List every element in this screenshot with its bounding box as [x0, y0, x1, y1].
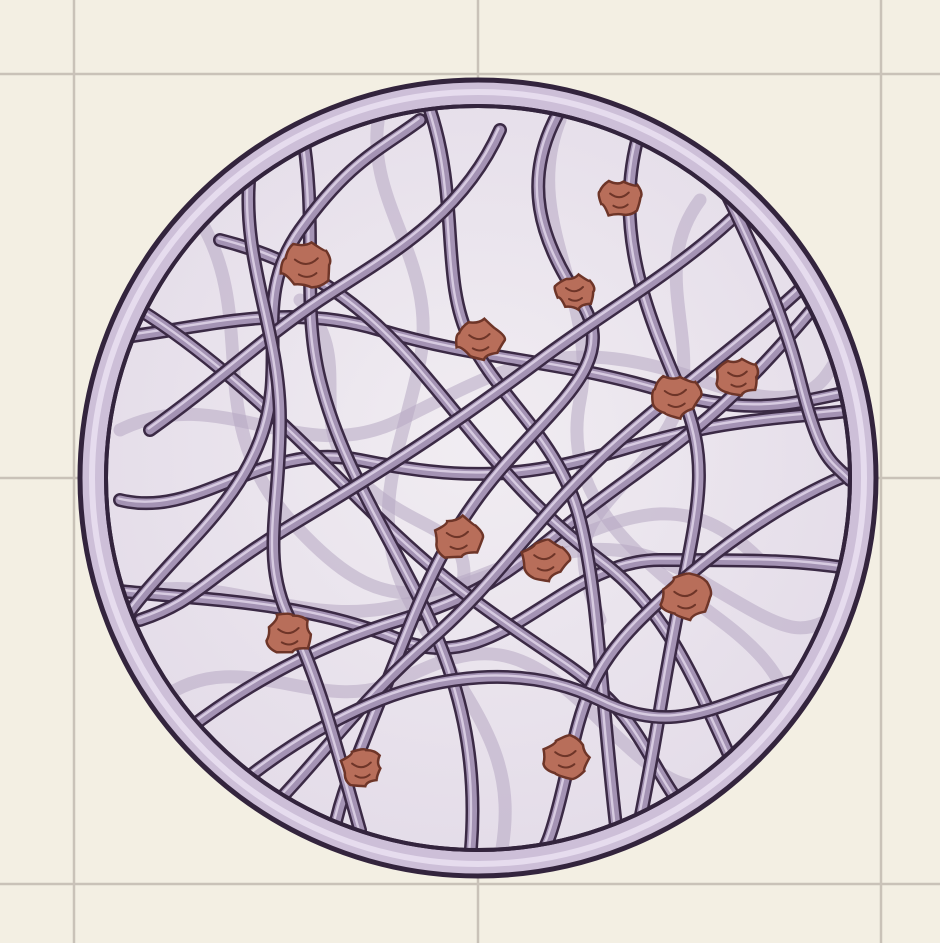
crosslink-node	[717, 359, 758, 395]
